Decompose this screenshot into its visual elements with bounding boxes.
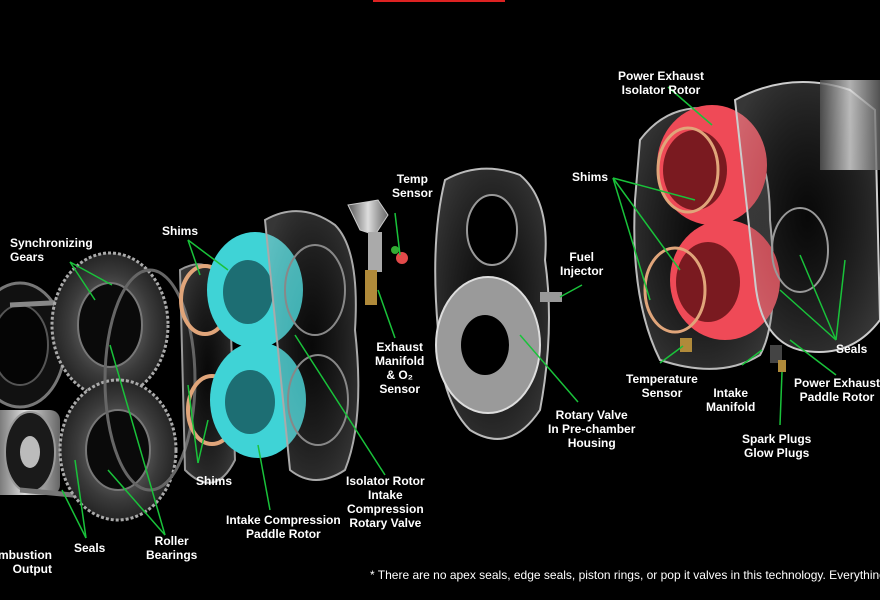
label-roller-bearings: Roller Bearings [146,534,198,562]
label-rotary-valve: Rotary Valve In Pre-chamber Housing [548,408,636,450]
label-spark-plugs: Spark Plugs Glow Plugs [742,432,812,460]
label-isolator-rotor: Isolator Rotor Intake Compression Rotary… [346,474,425,530]
label-temperature-sensor: Temperature Sensor [626,372,698,400]
synchronizing-gear-pair [50,251,197,522]
shim-rings-right [643,126,720,334]
isolator-housing-glass [263,210,360,481]
label-seals-right: Seals [836,342,868,356]
label-exhaust-manifold: Exhaust Manifold & O₂ Sensor [375,340,425,396]
label-shims-top: Shims [162,224,199,238]
rotary-valve-housing [434,167,562,440]
top-accent-bar [373,0,505,2]
label-shims-bottom: Shims [196,474,233,488]
label-seals-left: Seals [74,541,106,555]
leader-lines [61,86,846,539]
label-power-exhaust-isolator: Power Exhaust Isolator Rotor [618,69,705,97]
rear-housing-glass [680,80,880,372]
exhaust-manifold-sensor [347,199,408,305]
label-temp-sensor: Temp Sensor [392,172,433,200]
label-power-exhaust-paddle: Power Exhaust Paddle Rotor [794,376,880,404]
label-combustion-output: mbustion Output [0,548,52,576]
label-synchronizing-gears: Synchronizing Gears [10,236,93,264]
label-intake-compression-paddle: Intake Compression Paddle Rotor [226,513,341,541]
label-fuel-injector: Fuel Injector [560,250,604,278]
label-intake-manifold: Intake Manifold [706,386,756,414]
footnote: * There are no apex seals, edge seals, p… [370,568,880,582]
label-shims-right: Shims [572,170,609,184]
